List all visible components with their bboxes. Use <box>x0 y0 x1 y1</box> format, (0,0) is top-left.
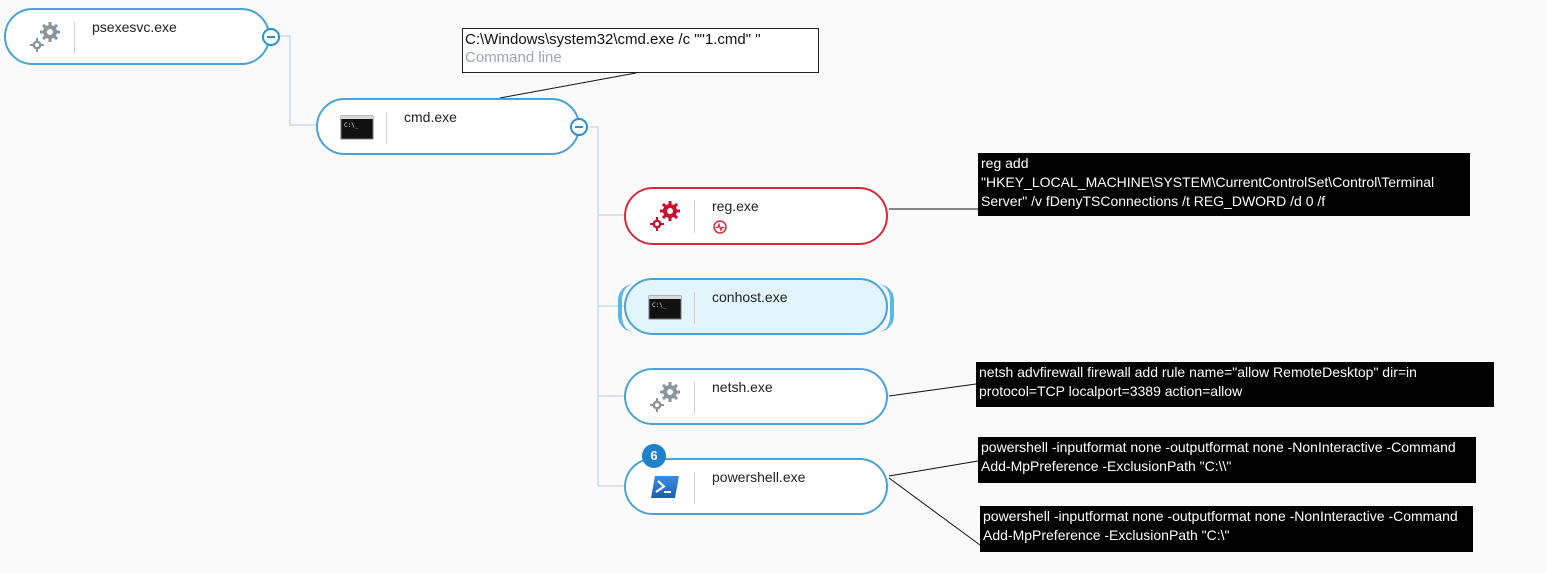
process-node-psexesvc[interactable]: psexesvc.exe <box>4 8 280 65</box>
powershell-icon <box>644 466 686 508</box>
alert-pulse-icon <box>713 220 727 234</box>
command-line-value: C:\Windows\system32\cmd.exe /c ""1.cmd" … <box>465 31 761 48</box>
gears-icon <box>644 195 686 237</box>
svg-text:C:\_: C:\_ <box>652 302 667 309</box>
tooltip-pointer <box>888 460 979 477</box>
process-label: conhost.exe <box>712 289 788 305</box>
powershell-command-tooltip: powershell -inputformat none -outputform… <box>980 506 1473 552</box>
netsh-command-tooltip: netsh advfirewall firewall add rule name… <box>976 362 1494 407</box>
separator <box>694 201 695 233</box>
event-count-badge[interactable]: 6 <box>642 444 666 468</box>
tree-connector <box>279 35 316 126</box>
console-icon: C:\_ <box>336 106 378 148</box>
process-label: netsh.exe <box>712 379 773 395</box>
separator <box>74 22 75 54</box>
command-line-tooltip: C:\Windows\system32\cmd.exe /c ""1.cmd" … <box>462 28 819 73</box>
separator <box>386 112 387 144</box>
process-node-netsh[interactable]: netsh.exe <box>624 368 888 425</box>
command-line-caption: Command line <box>465 49 562 66</box>
separator <box>694 292 695 324</box>
collapse-button[interactable] <box>570 118 588 136</box>
process-node-reg[interactable]: reg.exe <box>624 187 888 245</box>
selection-glow <box>878 284 894 332</box>
separator <box>694 382 695 414</box>
svg-text:C:\_: C:\_ <box>344 122 359 129</box>
tooltip-pointer <box>499 72 637 99</box>
process-label: psexesvc.exe <box>92 19 177 35</box>
process-node-powershell[interactable]: 6 powershell.exe <box>624 444 888 515</box>
process-label: reg.exe <box>712 198 759 214</box>
collapse-button[interactable] <box>262 28 280 46</box>
separator <box>694 472 695 504</box>
powershell-command-tooltip: powershell -inputformat none -outputform… <box>978 437 1476 483</box>
reg-command-tooltip: reg add "HKEY_LOCAL_MACHINE\SYSTEM\Curre… <box>978 153 1470 216</box>
gears-icon <box>24 16 66 58</box>
process-label: cmd.exe <box>404 109 457 125</box>
selection-glow <box>618 284 634 332</box>
process-node-conhost[interactable]: C:\_ conhost.exe <box>618 278 894 335</box>
tooltip-pointer <box>888 383 977 397</box>
tooltip-pointer <box>888 477 981 546</box>
process-node-cmd[interactable]: C:\_ cmd.exe <box>316 98 588 155</box>
gears-icon <box>644 376 686 418</box>
process-label: powershell.exe <box>712 469 806 485</box>
console-icon: C:\_ <box>644 286 686 328</box>
